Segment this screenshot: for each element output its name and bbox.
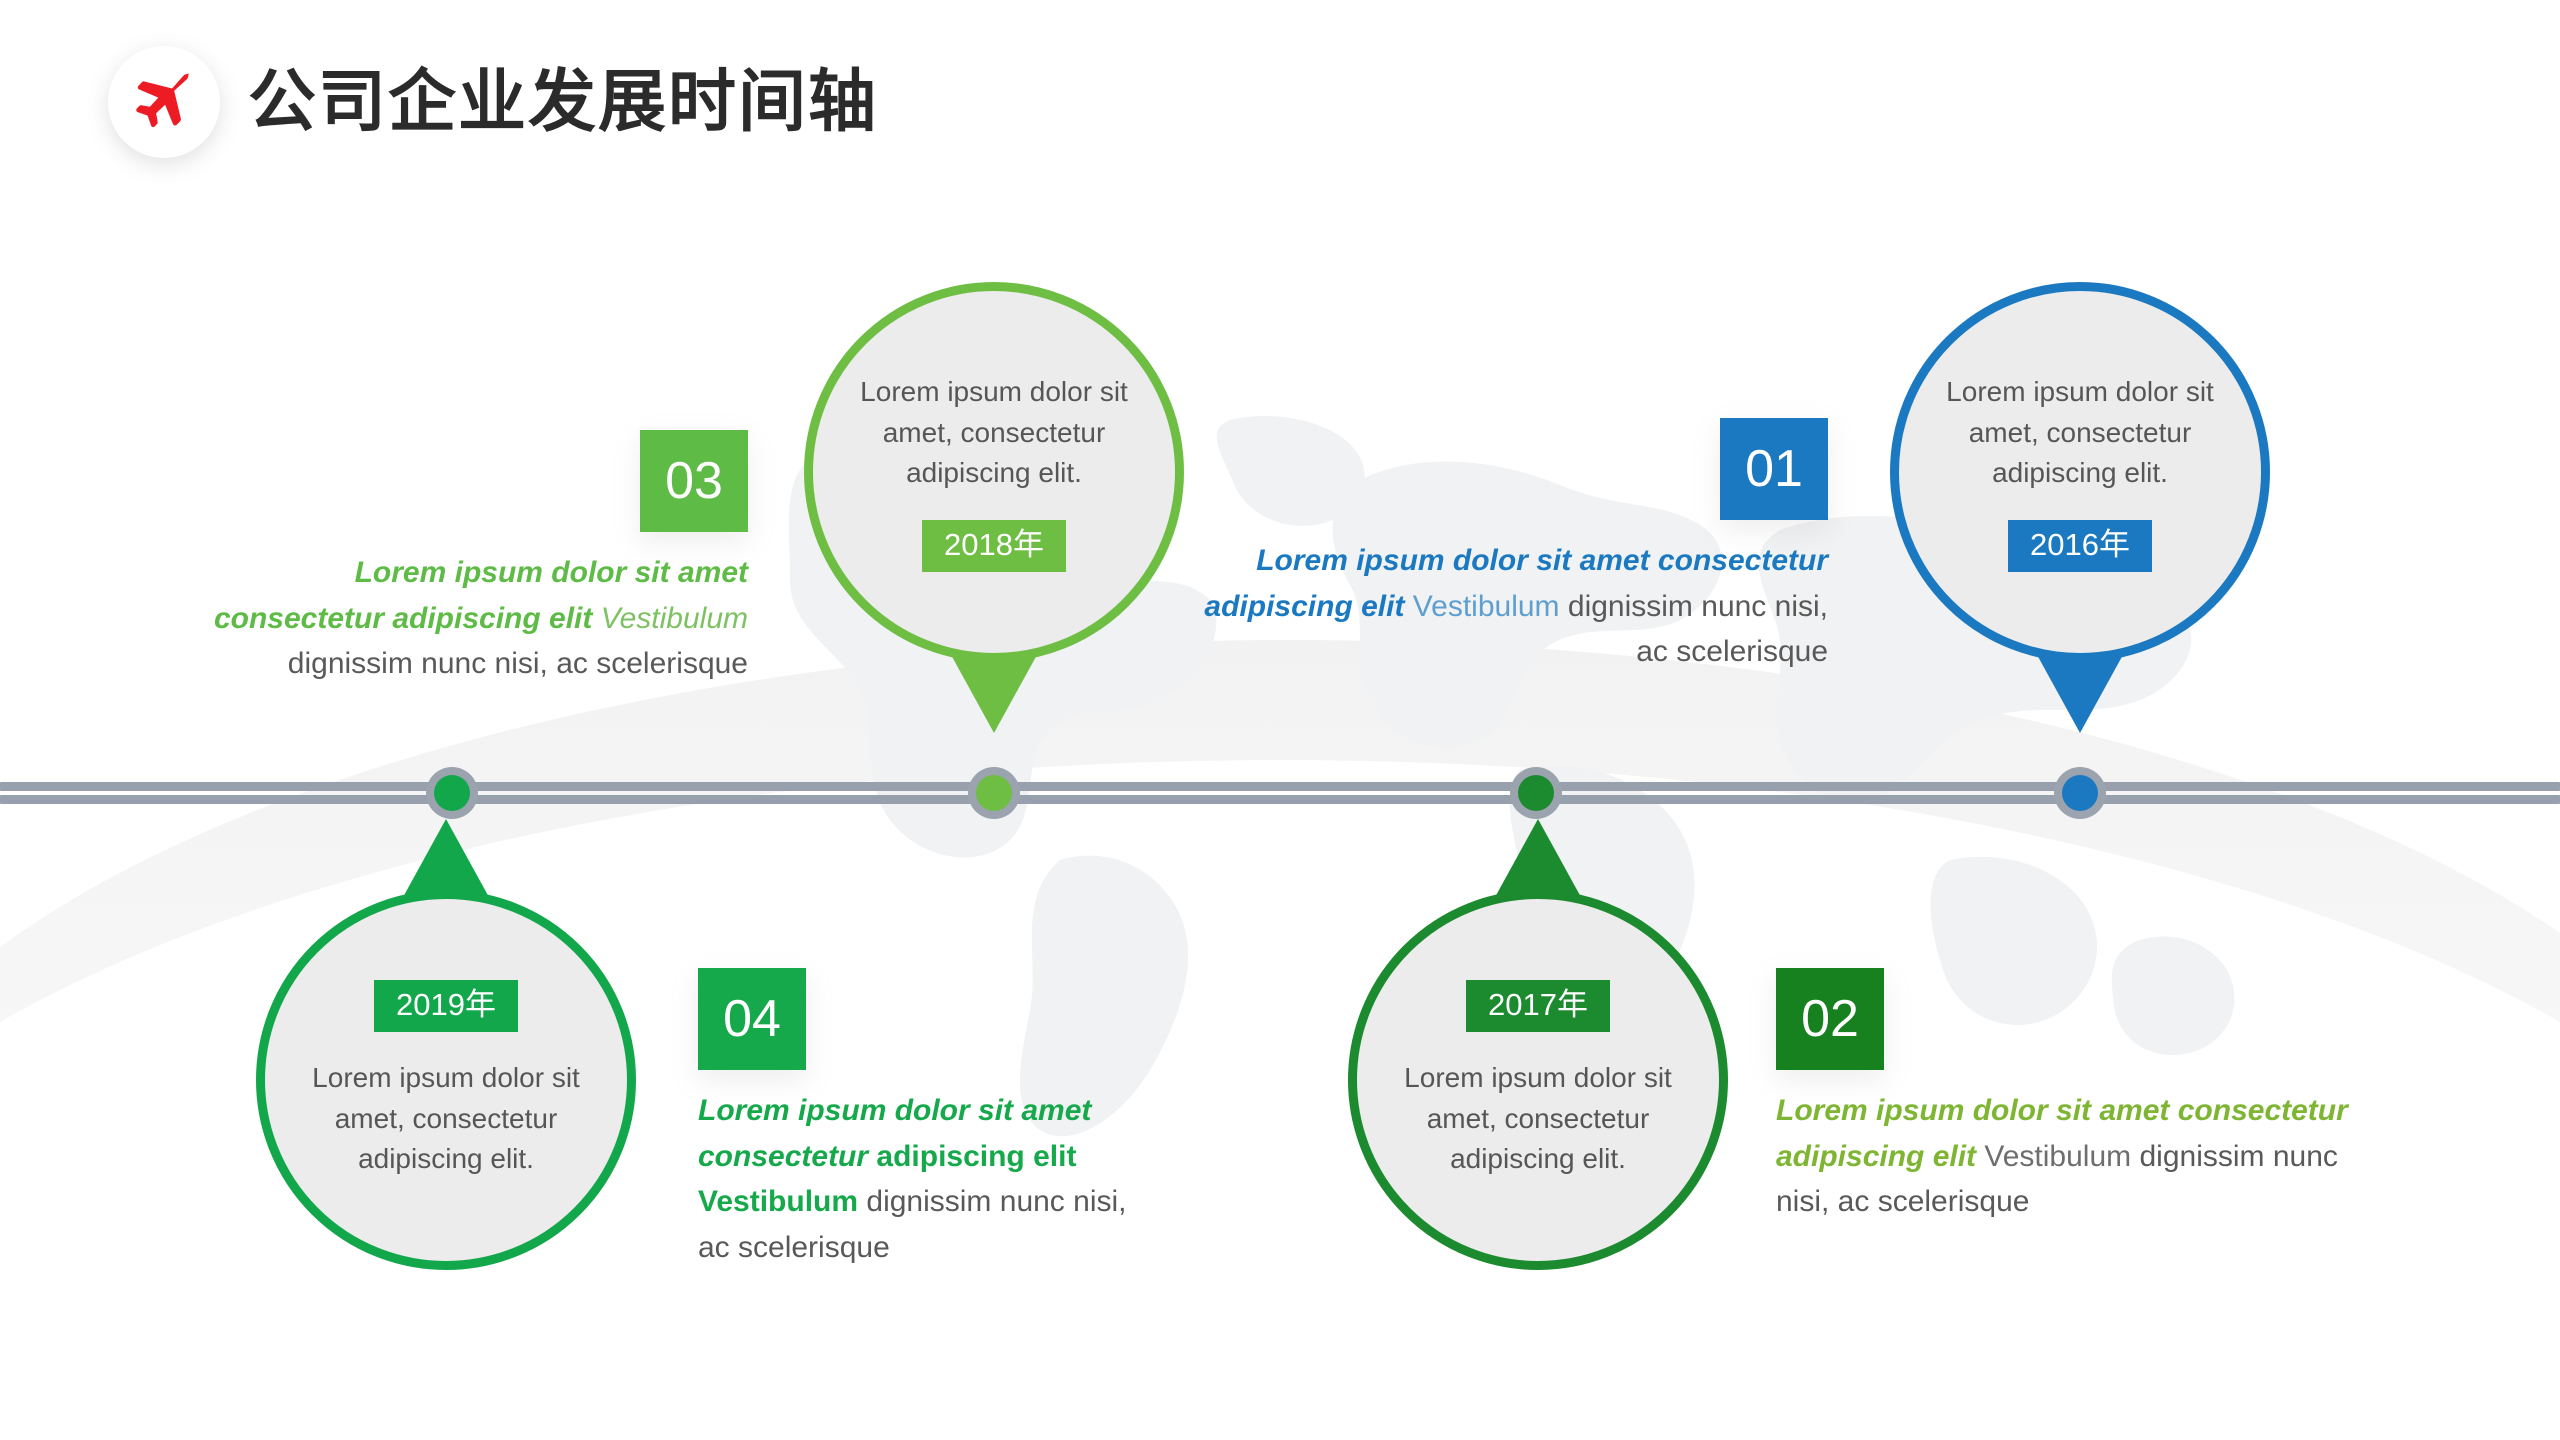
page-title: 公司企业发展时间轴 bbox=[248, 64, 879, 140]
timeline-node-2018-fill bbox=[976, 775, 1012, 811]
block-01-mid: Vestibulum bbox=[1404, 589, 1560, 623]
bubble-2019[interactable]: 2019年 Lorem ipsum dolor sit amet, consec… bbox=[256, 819, 636, 1270]
block-03: 03 Lorem ipsum dolor sit amet consectetu… bbox=[180, 430, 748, 687]
block-04-description: Lorem ipsum dolor sit amet consectetur a… bbox=[698, 1088, 1128, 1270]
timeline-node-2016[interactable] bbox=[2054, 767, 2106, 819]
bubble-2016[interactable]: Lorem ipsum dolor sit amet, consectetur … bbox=[1890, 282, 2270, 733]
timeline-node-2019-fill bbox=[434, 775, 470, 811]
timeline-node-2016-fill bbox=[2062, 775, 2098, 811]
bubble-2017-ball: 2017年 Lorem ipsum dolor sit amet, consec… bbox=[1348, 819, 1728, 1270]
timeline-rail bbox=[0, 782, 2560, 804]
block-04: 04 Lorem ipsum dolor sit amet consectetu… bbox=[698, 968, 1128, 1270]
timeline-node-2018[interactable] bbox=[968, 767, 1020, 819]
bubble-2019-body: Lorem ipsum dolor sit amet, consectetur … bbox=[312, 1061, 580, 1175]
bubble-2016-body: Lorem ipsum dolor sit amet, consectetur … bbox=[1946, 376, 2214, 489]
block-03-rest: dignissim nunc nisi, ac scelerisque bbox=[287, 647, 748, 681]
bubble-2017-year: 2017年 bbox=[1466, 980, 1610, 1032]
block-02-mid: Vestibulum bbox=[1976, 1139, 2132, 1173]
bubble-2018-tail bbox=[950, 653, 1038, 733]
bubble-2019-ball: 2019年 Lorem ipsum dolor sit amet, consec… bbox=[256, 819, 636, 1270]
bubble-2018-ball: Lorem ipsum dolor sit amet, consectetur … bbox=[804, 282, 1184, 733]
bubble-2019-year: 2019年 bbox=[374, 980, 518, 1032]
bubble-2017-tail bbox=[1494, 819, 1582, 899]
block-01-number: 01 bbox=[1720, 418, 1828, 520]
block-02: 02 Lorem ipsum dolor sit amet consectetu… bbox=[1776, 968, 2396, 1225]
block-02-number: 02 bbox=[1776, 968, 1884, 1070]
rail-bar-bottom bbox=[0, 795, 2560, 804]
bubble-2017-body: Lorem ipsum dolor sit amet, consectetur … bbox=[1404, 1061, 1672, 1175]
bubble-2016-year: 2016年 bbox=[2008, 520, 2152, 572]
bubble-2018-year: 2018年 bbox=[922, 520, 1066, 572]
rail-bar-top bbox=[0, 782, 2560, 791]
bubble-2019-tail bbox=[402, 819, 490, 899]
bubble-2016-tail bbox=[2036, 653, 2124, 733]
timeline-node-2017-fill bbox=[1518, 775, 1554, 811]
page-header: 公司企业发展时间轴 bbox=[108, 46, 878, 158]
bubble-2018-body: Lorem ipsum dolor sit amet, consectetur … bbox=[860, 376, 1128, 489]
logo-badge bbox=[108, 46, 220, 158]
block-03-mid: Vestibulum bbox=[592, 601, 748, 635]
block-02-description: Lorem ipsum dolor sit amet consectetur a… bbox=[1776, 1088, 2396, 1225]
bubble-2017[interactable]: 2017年 Lorem ipsum dolor sit amet, consec… bbox=[1348, 819, 1728, 1270]
block-01-description: Lorem ipsum dolor sit amet consectetur a… bbox=[1176, 538, 1828, 675]
bubble-2016-ball: Lorem ipsum dolor sit amet, consectetur … bbox=[1890, 282, 2270, 733]
timeline-node-2017[interactable] bbox=[1510, 767, 1562, 819]
block-04-number: 04 bbox=[698, 968, 806, 1070]
block-03-description: Lorem ipsum dolor sit amet consectetur a… bbox=[180, 550, 748, 687]
bubble-2018[interactable]: Lorem ipsum dolor sit amet, consectetur … bbox=[804, 282, 1184, 733]
airplane-icon bbox=[136, 72, 191, 128]
block-01: 01 Lorem ipsum dolor sit amet consectetu… bbox=[1176, 418, 1828, 675]
timeline-node-2019[interactable] bbox=[426, 767, 478, 819]
block-01-rest: dignissim nunc nisi, ac scelerisque bbox=[1559, 589, 1828, 669]
block-03-lead: Lorem ipsum dolor sit amet consectetur a… bbox=[213, 556, 748, 635]
block-03-number: 03 bbox=[640, 430, 748, 532]
